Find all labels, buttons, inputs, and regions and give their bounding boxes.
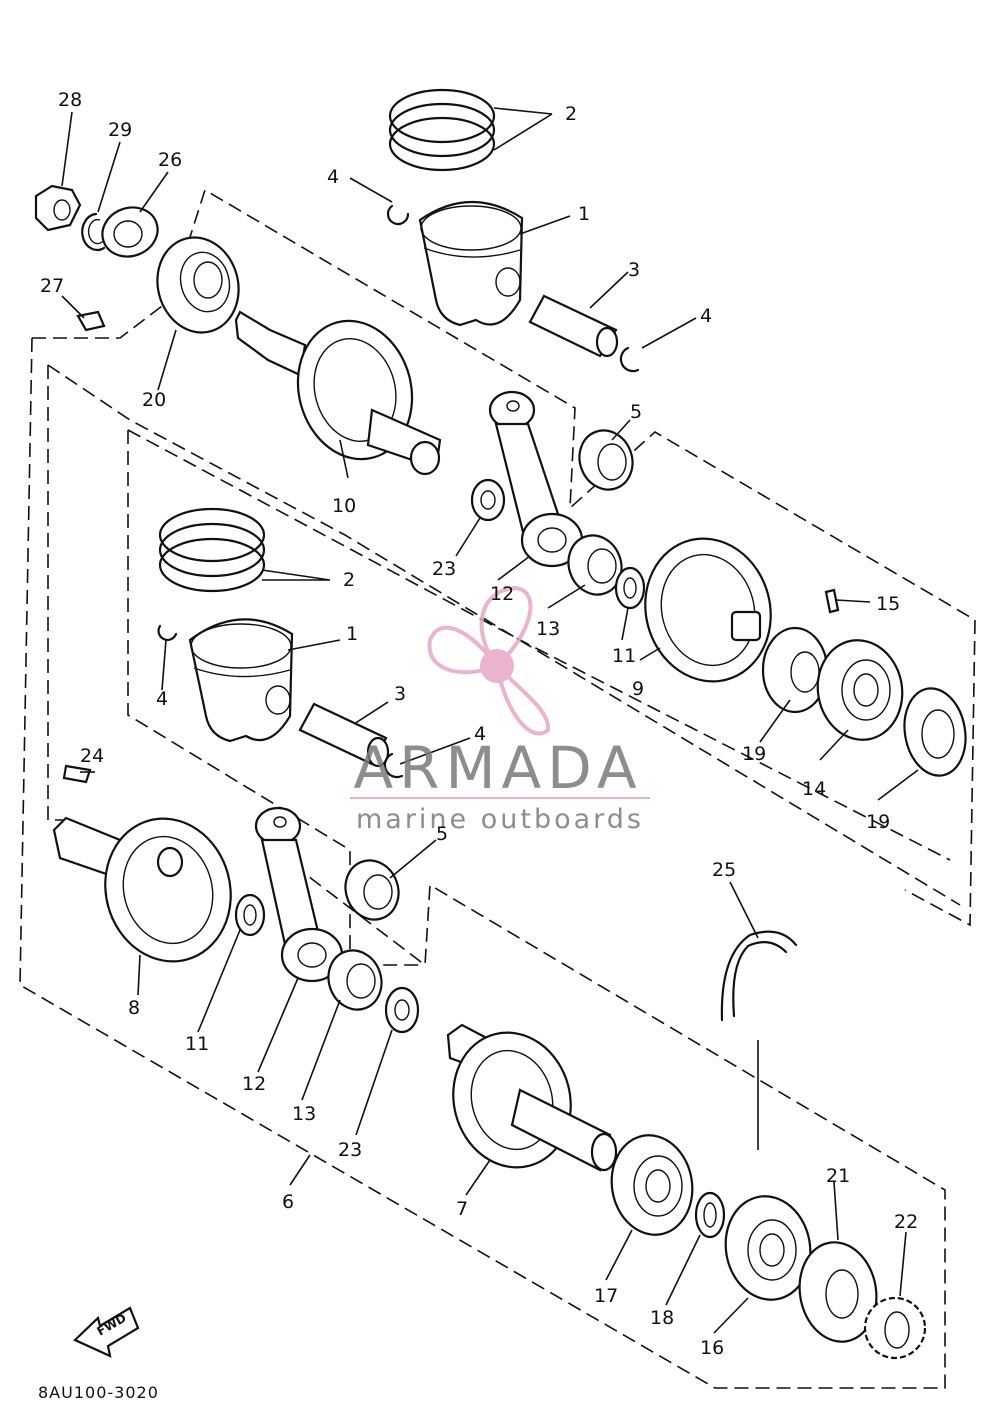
washer-23-upper	[470, 478, 506, 522]
callout-4-upper-b: 4	[700, 305, 712, 327]
callout-7: 7	[456, 1198, 468, 1220]
circlip-4-lower-b	[383, 752, 404, 779]
piston-1-lower	[188, 618, 294, 743]
callout-13-lower: 13	[292, 1103, 316, 1125]
connecting-rod-12-lower	[254, 806, 344, 983]
washer-11-upper	[614, 566, 646, 610]
piston-pin-3-upper	[528, 294, 619, 358]
armada-propeller-logo	[427, 585, 551, 736]
callout-5-lower: 5	[436, 823, 448, 845]
callout-14: 14	[802, 778, 826, 800]
armada-watermark: ARMADA marine outboards	[350, 585, 650, 835]
piston-rings-2-lower	[158, 507, 266, 593]
callout-4-upper-a: 4	[327, 166, 339, 188]
bearing-16	[724, 1195, 812, 1301]
watermark-tagline: marine outboards	[356, 804, 644, 835]
crank-assembly-outline-left	[19, 337, 946, 1389]
callout-21: 21	[826, 1165, 850, 1187]
washer-18	[694, 1191, 726, 1239]
crankshaft-7	[446, 1023, 618, 1172]
callout-17: 17	[594, 1285, 618, 1307]
needle-bearing-13-lower	[327, 949, 383, 1011]
callout-20: 20	[142, 389, 166, 411]
callout-numbers: 28 29 26 27 20 2 4 1 3 4 5 10 23 12 13 1…	[40, 89, 918, 1359]
callout-29: 29	[108, 119, 132, 141]
callout-22: 22	[894, 1211, 918, 1233]
callout-4-lower-a: 4	[156, 688, 168, 710]
callout-24: 24	[80, 745, 104, 767]
callout-8: 8	[128, 997, 140, 1019]
oil-seal-21	[798, 1241, 878, 1343]
nut-28	[34, 184, 82, 232]
callout-5-upper: 5	[630, 401, 642, 423]
bearing-17	[610, 1134, 694, 1236]
callout-25: 25	[712, 859, 736, 881]
bearing-20	[156, 236, 240, 334]
woodruff-key-27	[76, 310, 106, 332]
crankshaft-10	[234, 310, 442, 476]
callout-1-upper: 1	[578, 203, 590, 225]
callout-15: 15	[876, 593, 900, 615]
lock-washer-29	[81, 212, 106, 251]
woodruff-key-24	[62, 764, 92, 784]
callout-19-b: 19	[866, 811, 890, 833]
piston-pin-3-lower	[298, 702, 390, 768]
callout-10: 10	[332, 495, 356, 517]
callout-12-lower: 12	[242, 1073, 266, 1095]
bearing-14	[816, 639, 904, 741]
callout-2-upper: 2	[565, 103, 577, 125]
callout-23-upper: 23	[432, 558, 456, 580]
pin-15	[824, 588, 840, 614]
diagram-code: 8AU100-3020	[38, 1383, 159, 1402]
oil-seal-26	[101, 206, 159, 258]
callout-3-lower: 3	[394, 683, 406, 705]
callout-27: 27	[40, 275, 64, 297]
callout-12-upper: 12	[490, 583, 514, 605]
needle-bearing-13-upper	[567, 534, 623, 596]
bearing-19-b	[903, 687, 967, 777]
piston-1-upper	[418, 200, 524, 327]
circlip-4-lower-a	[157, 624, 178, 641]
gear-22	[863, 1296, 927, 1360]
piston-rings-2-upper	[388, 88, 496, 172]
callout-3-upper: 3	[628, 259, 640, 281]
callout-19-a: 19	[742, 743, 766, 765]
callout-26: 26	[158, 149, 182, 171]
callout-18: 18	[650, 1307, 674, 1329]
labyrinth-seal-19-a	[761, 626, 829, 714]
snap-ring-25	[720, 930, 798, 1022]
callout-9: 9	[632, 678, 644, 700]
crankshaft-8	[52, 816, 232, 963]
needle-bearing-5-lower	[344, 859, 400, 921]
callout-4-lower-b: 4	[474, 723, 486, 745]
callout-2-lower: 2	[343, 569, 355, 591]
connecting-rod-12-upper	[488, 390, 584, 568]
crank-web-9	[644, 537, 772, 683]
callout-28: 28	[58, 89, 82, 111]
callout-leader-lines	[61, 107, 919, 1334]
circlip-4-upper-a	[386, 204, 410, 226]
watermark-brand: ARMADA	[353, 734, 642, 802]
callout-6: 6	[282, 1191, 294, 1213]
callout-16: 16	[700, 1337, 724, 1359]
callout-13-upper: 13	[536, 618, 560, 640]
needle-bearing-5-upper	[578, 429, 634, 491]
callout-11-upper: 11	[612, 645, 636, 667]
callout-11-lower: 11	[185, 1033, 209, 1055]
washer-11-lower	[234, 893, 266, 937]
forward-direction-arrow: FWD	[73, 1306, 140, 1358]
callout-1-lower: 1	[346, 623, 358, 645]
washer-23-lower	[384, 986, 420, 1034]
crank-assembly-outline-upper	[32, 188, 976, 927]
callout-23-lower: 23	[338, 1139, 362, 1161]
circlip-4-upper-b	[619, 346, 640, 373]
